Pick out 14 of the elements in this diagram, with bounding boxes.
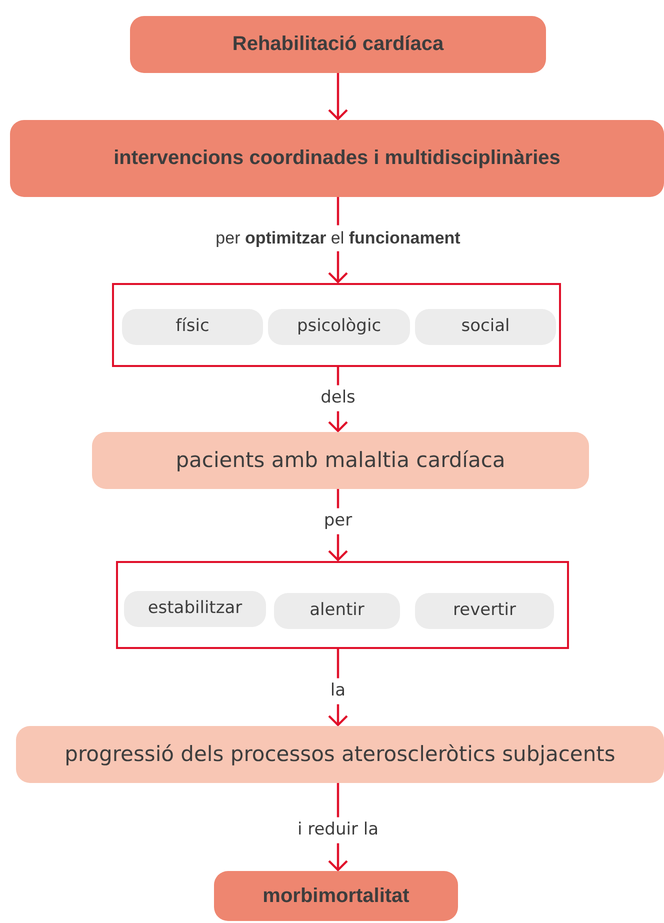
process-box: pacients amb malaltia cardíaca bbox=[92, 432, 589, 489]
process-box: morbimortalitat bbox=[214, 871, 458, 921]
group-frame bbox=[112, 283, 561, 367]
item-pill: físic bbox=[122, 309, 263, 345]
process-box: Rehabilitació cardíaca bbox=[130, 16, 546, 73]
item-pill: alentir bbox=[274, 593, 400, 629]
process-box: progressió dels processos ateroscleròtics subjacents bbox=[16, 726, 664, 783]
item-pill: revertir bbox=[415, 593, 554, 629]
item-pill: estabilitzar bbox=[124, 591, 266, 627]
item-pill: psicològic bbox=[268, 309, 410, 345]
group-frame bbox=[116, 561, 569, 649]
arrow bbox=[328, 73, 348, 120]
item-pill: social bbox=[415, 309, 556, 345]
process-box: intervencions coordinades i multidisciplinàries bbox=[10, 120, 664, 197]
